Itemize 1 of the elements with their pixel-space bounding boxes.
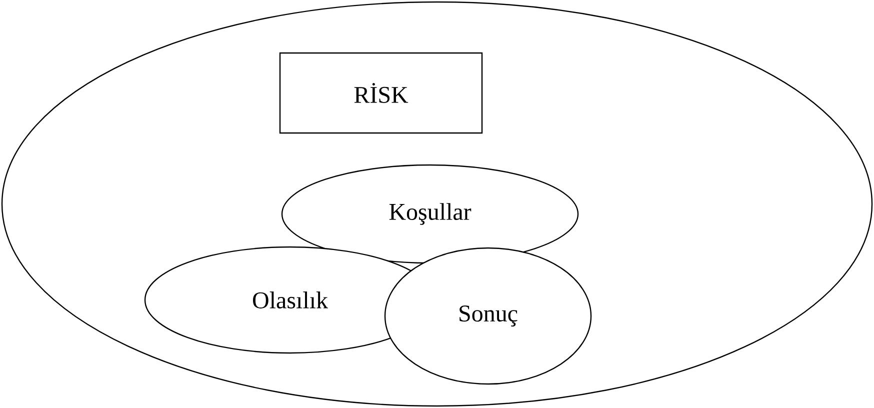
risk-box: RİSK [279, 52, 483, 134]
